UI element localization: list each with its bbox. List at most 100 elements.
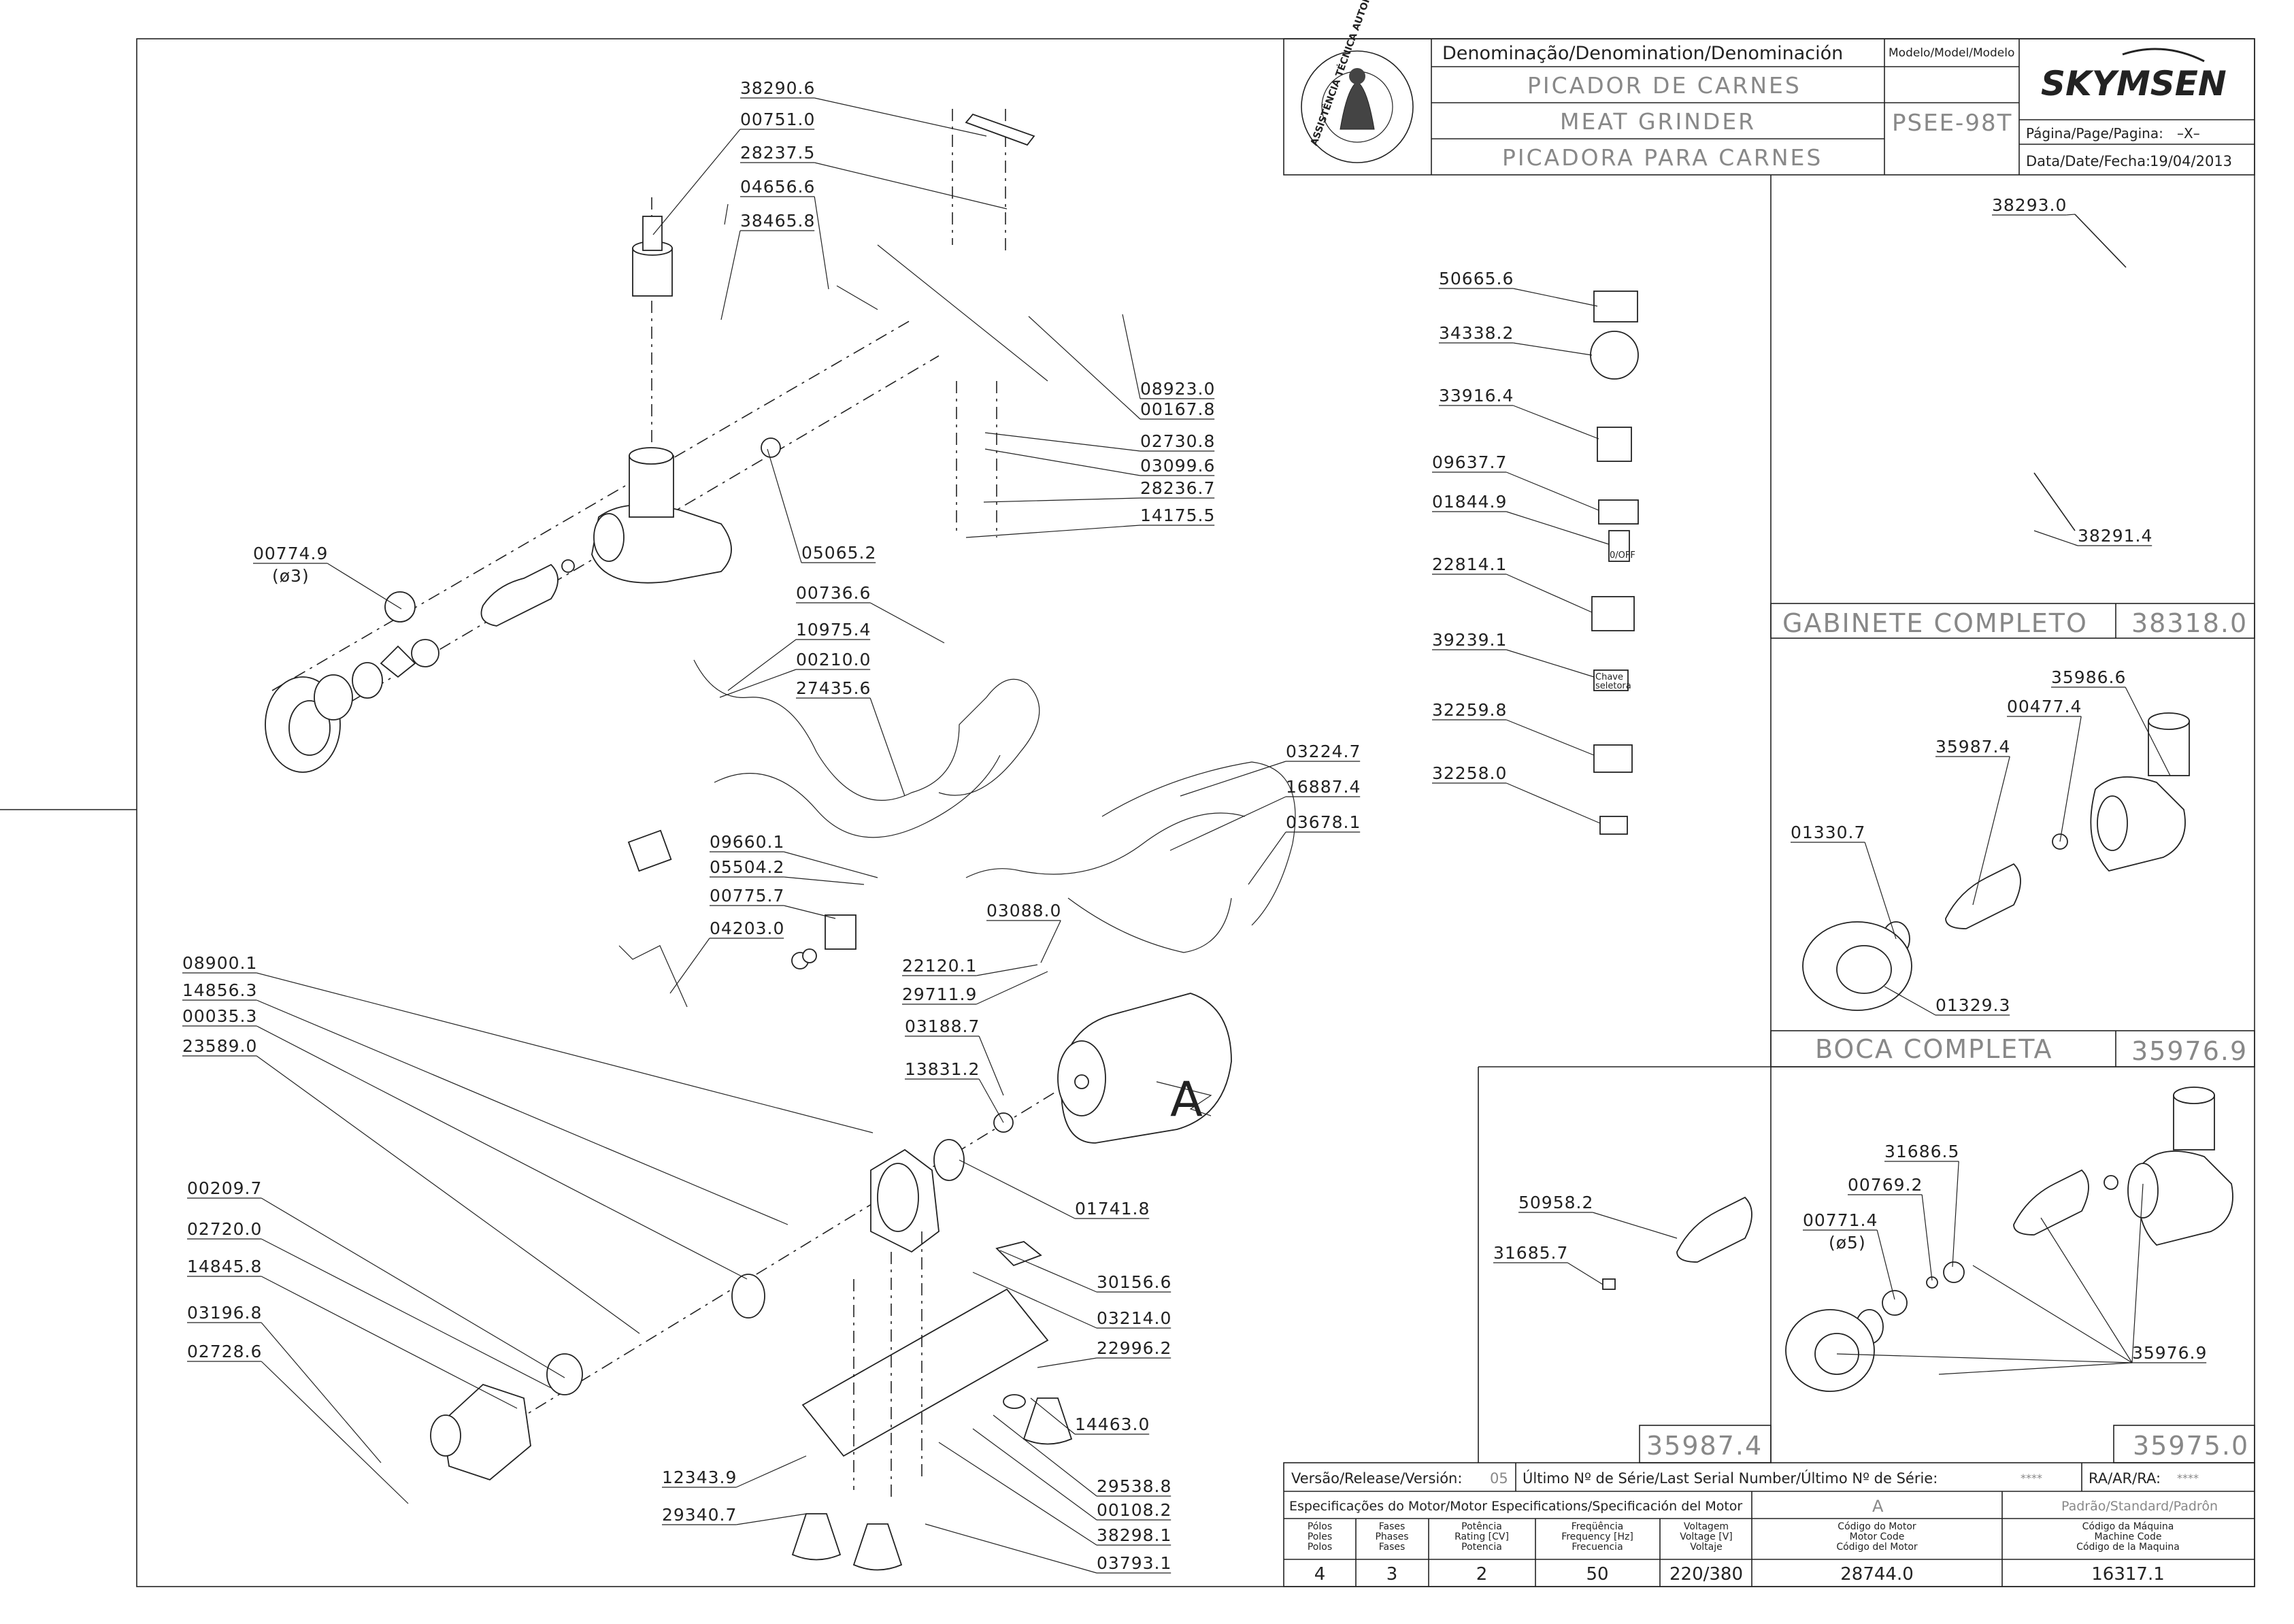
- spec-value: 50: [1586, 1564, 1608, 1585]
- callout-label: 00167.8: [1140, 399, 1215, 419]
- callout-label: 05504.2: [710, 857, 784, 877]
- spec-header: Potencia: [1461, 1542, 1502, 1553]
- leader-line: [1037, 1357, 1097, 1368]
- spec-header: Freqüência: [1572, 1521, 1624, 1532]
- leader-line: [784, 876, 865, 885]
- spec-header: Potência: [1461, 1521, 1502, 1532]
- callout-label: 00775.7: [710, 886, 784, 906]
- callout-12343-9: 12343.9: [662, 1455, 807, 1488]
- callout-22120-1: 22120.1: [902, 956, 1038, 976]
- callout-label: 03793.1: [1097, 1553, 1171, 1573]
- callout-label: 16887.4: [1286, 777, 1361, 797]
- leader-line: [1180, 761, 1286, 797]
- spec-value: 220/380: [1669, 1564, 1743, 1585]
- callout-22996-2: 22996.2: [1037, 1338, 1171, 1368]
- callout-10975-4: 10975.4: [727, 620, 870, 691]
- callout-label: 23589.0: [182, 1036, 257, 1056]
- leader-line: [978, 1078, 1004, 1123]
- leader-line: [1513, 342, 1593, 356]
- callout-08900-1: 08900.1: [182, 953, 874, 1133]
- spec-header: Polos: [1308, 1542, 1332, 1553]
- callout-label: 35976.9: [2132, 1343, 2207, 1363]
- spec-header: Poles: [1308, 1531, 1332, 1542]
- callout-38298-1: 38298.1: [938, 1442, 1171, 1546]
- spec-header: Voltagem: [1684, 1521, 1729, 1532]
- callout-00035-3: 00035.3: [182, 1006, 748, 1280]
- callout-label: 02720.0: [187, 1219, 262, 1239]
- leader-line: [261, 1238, 552, 1389]
- callout-label: 08900.1: [182, 953, 257, 973]
- kit-code: 35975.0: [2133, 1431, 2249, 1461]
- callout-29340-7: 29340.7: [662, 1505, 807, 1525]
- callout-label: 13831.2: [905, 1059, 980, 1079]
- callout-29711-9: 29711.9: [902, 971, 1048, 1005]
- motor-spec-title: Especificações do Motor/Motor Especifica…: [1289, 1499, 1742, 1514]
- kit-art: [1785, 1087, 2233, 1392]
- leader-line: [976, 971, 1048, 1005]
- callout-31685-7: 31685.7: [1493, 1243, 1603, 1285]
- detail-panels: GABINETE COMPLETO 38318.0 BOCA COMPLETA …: [1478, 175, 2255, 1463]
- callout-label: 35987.4: [1935, 737, 2010, 757]
- callout-label: 29711.9: [902, 984, 977, 1004]
- callout-label: 31685.7: [1493, 1243, 1568, 1263]
- leader-line: [327, 563, 402, 610]
- boca-art: [1802, 712, 2190, 1011]
- callout-label: 01741.8: [1075, 1199, 1150, 1219]
- spec-table: Versão/Release/Versión: 05 Último Nº de …: [1283, 1462, 2255, 1587]
- tag-stop: 0/OFF: [1610, 550, 1635, 561]
- leader-line: [1512, 405, 1599, 440]
- leader-line: [1876, 1229, 1895, 1300]
- leader-line: [784, 905, 836, 919]
- callout-label: 00108.2: [1097, 1500, 1171, 1520]
- qty-note: (ø3): [272, 566, 310, 586]
- callout-03793-1: 03793.1: [925, 1523, 1171, 1574]
- spec-header: Fases: [1379, 1542, 1406, 1553]
- callout-50665-6: 50665.6: [1439, 269, 1598, 307]
- spec-value: 2: [1476, 1564, 1488, 1585]
- callout-label: 32259.8: [1432, 700, 1507, 720]
- leader-line: [1506, 719, 1595, 756]
- callout-35987-4: 35987.4: [1935, 737, 2010, 906]
- callout-50958-2: 50958.2: [1518, 1193, 1678, 1239]
- callout-label: 34338.2: [1439, 323, 1514, 343]
- callout-03678-1: 03678.1: [1248, 812, 1360, 885]
- title-block: ASSISTÊNCIA TÉCNICA AUTORIZADA Denominaç…: [1283, 0, 2255, 176]
- callout-14845-8: 14845.8: [187, 1257, 518, 1409]
- callout-label: 14856.3: [182, 980, 257, 1000]
- callout-14856-3: 14856.3: [182, 980, 788, 1225]
- callout-02720-0: 02720.0: [187, 1219, 552, 1389]
- callout-label: 00751.0: [740, 110, 815, 129]
- leader-line: [261, 1322, 382, 1463]
- leader-line: [2125, 686, 2171, 776]
- callout-31686-5: 31686.5: [1884, 1142, 1959, 1267]
- callout-01329-3: 01329.3: [1884, 986, 2010, 1016]
- callout-00774-9: 00774.9: [253, 544, 402, 610]
- leader-line: [720, 230, 741, 320]
- callout-00477-4: 00477.4: [2007, 697, 2082, 842]
- callout-label: 14175.5: [1140, 506, 1215, 525]
- callout-label: 38293.0: [1992, 195, 2067, 215]
- callout-label: 32258.0: [1432, 763, 1507, 783]
- callout-08923-0: 08923.0: [1122, 314, 1214, 399]
- callout-label: 39239.1: [1432, 630, 1507, 650]
- tag-chave: Chave: [1595, 672, 1623, 682]
- callout-00108-2: 00108.2: [972, 1428, 1171, 1521]
- leader-line: [719, 669, 797, 698]
- callout-label: 01329.3: [1935, 995, 2010, 1015]
- callout-label: 31686.5: [1884, 1142, 1959, 1161]
- leader-line: [767, 448, 802, 563]
- leader-line: [261, 1197, 565, 1378]
- callout-35976-9: 35976.9: [1938, 1343, 2207, 1375]
- leader-line: [1028, 316, 1141, 420]
- leader-line: [1864, 842, 1897, 940]
- callout-label: 29340.7: [662, 1505, 737, 1525]
- callout-38465-8: 38465.8: [720, 211, 814, 320]
- callout-05504-2: 05504.2: [710, 857, 865, 885]
- callout-label: 00769.2: [1848, 1175, 1923, 1195]
- callout-09660-1: 09660.1: [710, 832, 878, 878]
- callout-14463-0: 14463.0: [1030, 1397, 1149, 1435]
- leader-line: [735, 1455, 807, 1488]
- callout-04656-6: 04656.6: [740, 177, 829, 290]
- ra-value: ****: [2177, 1472, 2199, 1485]
